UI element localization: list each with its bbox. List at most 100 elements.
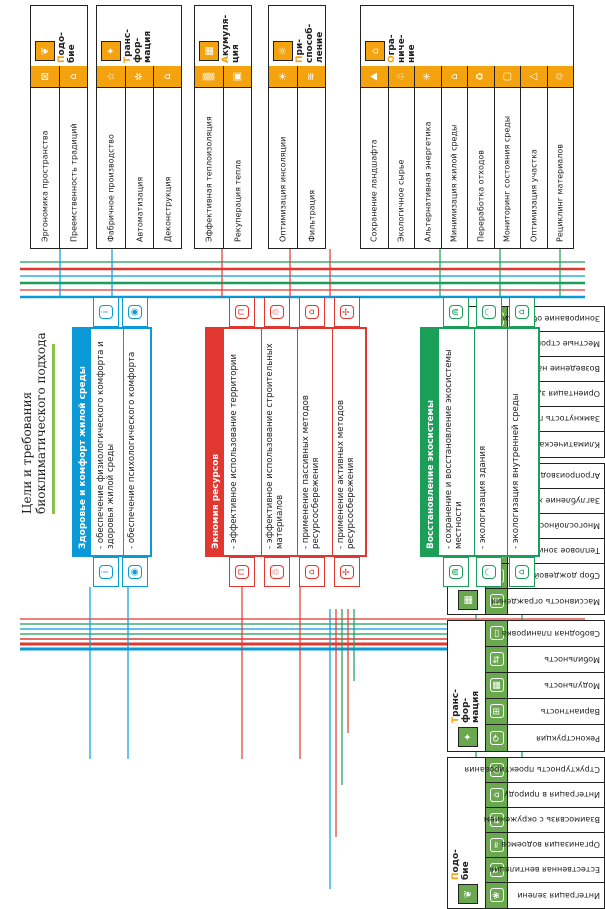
top-item: ♻ Переработка отходов — [467, 66, 494, 248]
goal-box-green: Восстановление экосистемы- сохранение и … — [420, 327, 540, 557]
plant-icon: ❀ — [486, 883, 508, 908]
site-icon: △ — [521, 66, 547, 88]
bottom-item-label: Интеграция зелени — [517, 891, 600, 901]
title-line-1: Цели и требования — [20, 391, 34, 514]
thermometer-icon: ⅰ — [92, 297, 119, 327]
top-item: ☀Оптимизация инсоляции — [269, 66, 297, 248]
factory-icon: ☆ — [97, 66, 125, 88]
eco-building-icon: ◠ — [475, 297, 502, 327]
top-group-title: Огра-ниче-ние — [387, 34, 417, 63]
variants-icon: ⊞ — [486, 699, 508, 724]
goal-box-title: Здоровье и комфорт жилой среды — [74, 329, 91, 555]
top-group-title: При-способ-ление — [295, 23, 325, 63]
bottom-item: ▭Свободная планировка — [486, 621, 604, 647]
top-item: ⌂ Деконструкция — [153, 66, 181, 248]
top-item: ⌂Преемственность традиций — [59, 66, 87, 248]
bottom-item: ≈Организация водоемов — [486, 833, 604, 858]
battery-icon: ▦ — [199, 41, 219, 61]
bottom-group-header: ❦ Подо-бие — [448, 758, 486, 908]
passive-house-icon: ⌂ — [299, 297, 326, 327]
bottom-group-header: ✦Транс-фор-мация — [448, 621, 486, 751]
goal-box-title: Экномия ресурсов — [207, 329, 224, 555]
top-item-label: Оптимизация инсоляции — [278, 136, 288, 242]
bottom-item-label: Мобильность — [544, 655, 600, 664]
top-group-title: Подо-бие — [57, 32, 77, 63]
filter-icon: ≋ — [298, 66, 325, 88]
goal-box-red: Экномия ресурсов - эффективное использова… — [205, 327, 367, 557]
bottom-item-label: Естественная вентиляция — [489, 865, 600, 875]
top-item-label: Эффективная теплоизоляция — [204, 116, 214, 242]
bottom-item-label: Свободная планировка — [501, 629, 600, 638]
ecosystem-icon: ⋒ — [442, 557, 469, 587]
limit-icon: ⌂ — [365, 41, 385, 61]
diagram-title: Цели и требования биоклиматического подх… — [20, 332, 48, 514]
landscape-icon: ⛰ — [361, 66, 388, 88]
bottom-item: ☂Сбор дождевой воды — [486, 564, 604, 589]
top-item: ♲ Рециклинг материалов — [546, 66, 573, 248]
eco-interior-icon: ⌂ — [508, 557, 535, 587]
bottom-item-label: Организация водоемов — [501, 840, 600, 850]
top-item: ▣Рекуперация тепла — [223, 66, 251, 248]
bottom-group-1: ❀ Интеграция зелени ↻Естественная вентиляц… — [447, 757, 605, 909]
goal-box-row: - эффективное использование строительных… — [261, 329, 297, 555]
wind-turbine-icon: ✢ — [334, 297, 361, 327]
bottom-item: ◎Структурность проектирования — [465, 758, 604, 783]
top-item: ▒Эффективная теплоизоляция — [195, 66, 223, 248]
top-item-label: Переработка отходов — [476, 149, 486, 242]
leaf-icon: ❦ — [458, 884, 478, 904]
thermometer-icon: ⅰ — [92, 557, 119, 587]
bottom-item-label: Массивность ограждения — [491, 597, 600, 607]
bottom-item: ⟳ Реконструкция — [486, 725, 604, 751]
top-item: ✲ Автоматизация — [125, 66, 153, 248]
ergonomics-icon: ⊠ — [31, 66, 59, 88]
waste-recycle-icon: ♻ — [468, 66, 494, 88]
top-item: ☆ Фабричное производство — [97, 66, 125, 248]
bottom-item-label: Модульность — [544, 681, 600, 690]
title-underline — [52, 344, 55, 514]
move-icon: ⇆ — [486, 647, 508, 672]
top-group-5: ⌂Огра-ниче-ние⛰Сохранение ландшафта♧Экол… — [360, 5, 574, 249]
circle-arrows-icon: ⟳ — [486, 725, 508, 751]
passive-house-icon: ⌂ — [299, 557, 326, 587]
top-group-4: ☼При-способ-ление☀Оптимизация инсоляции≋… — [268, 5, 326, 249]
automation-icon: ✲ — [126, 66, 153, 88]
bottom-item-label: Вариантность — [540, 707, 600, 716]
battery-icon: ▦ — [458, 590, 478, 610]
top-item: ♧Экологичное сырье — [387, 66, 414, 248]
top-item-label: Рекуперация тепла — [233, 159, 242, 242]
goal-box-title: Восстановление экосистемы — [422, 329, 439, 555]
top-item-label: Деконструкция — [163, 176, 172, 242]
top-item-label: Мониторинг состояния среды — [502, 115, 512, 242]
top-item: ⊠Эргономика пространства — [31, 66, 59, 248]
eco-interior-icon: ⌂ — [508, 297, 535, 327]
bottom-item: ⊞ Вариантность — [486, 699, 604, 725]
bottom-item: ❀ Интеграция зелени — [486, 883, 604, 908]
bottom-item: ⌂Интеграция в природу — [486, 783, 604, 808]
bottom-group-2: ⟳Реконструкция⊞Вариантность▦Модульность⇆… — [447, 620, 605, 752]
bottom-item: ⇄Взаимосвязь с окружением — [484, 808, 604, 833]
top-item: ▢Мониторинг состояния среды — [493, 66, 520, 248]
ecosystem-icon: ⋒ — [442, 297, 469, 327]
top-item-label: Рециклинг материалов — [555, 144, 565, 242]
bottom-group-title: Подо-бие — [451, 849, 471, 880]
bottom-item: ⇆ Мобильность — [486, 647, 604, 673]
bottom-item-label: Реконструкция — [536, 734, 600, 743]
top-group-header: ▦Акумуля-ция — [195, 6, 251, 68]
top-item-label: Фабричное производство — [106, 134, 116, 242]
bottom-item: ↻Естественная вентиляция — [486, 858, 604, 883]
top-group-header: ☼При-способ-ление — [269, 6, 325, 68]
eco-material-icon: ♧ — [388, 66, 414, 88]
alt-energy-icon: ✳ — [415, 66, 441, 88]
eco-building-icon: ◠ — [475, 557, 502, 587]
top-group-header: ⌂Огра-ниче-ние — [361, 6, 573, 68]
tradition-icon: ⌂ — [60, 66, 87, 88]
territory-icon: ⊓ — [228, 297, 255, 327]
material-recycle-icon: ♲ — [547, 66, 573, 88]
eye-icon: ◉ — [122, 557, 149, 587]
top-item-label: Автоматизация — [135, 176, 144, 242]
top-item-label: Фильтрация — [307, 189, 316, 242]
top-group-header: ✦Транс-фор-мация — [97, 6, 181, 68]
goal-box-row: - эффективное использование территории — [229, 353, 239, 549]
top-item: △Оптимизация участка — [520, 66, 547, 248]
deconstruct-icon: ⌂ — [154, 66, 181, 88]
